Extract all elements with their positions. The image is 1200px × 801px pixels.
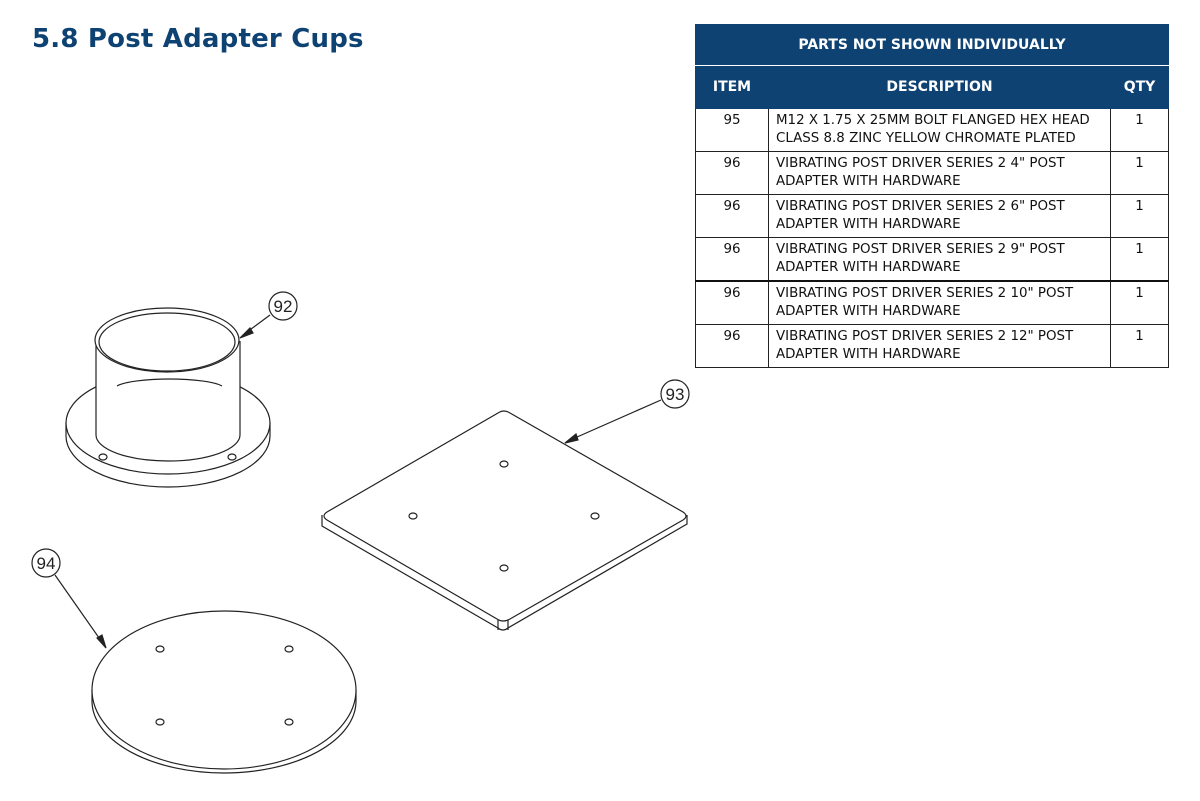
callout-94-label: 94 <box>37 554 56 573</box>
table-row: 96 VIBRATING POST DRIVER SERIES 2 10" PO… <box>695 280 1169 325</box>
item-description: VIBRATING POST DRIVER SERIES 2 9" POST A… <box>768 237 1111 282</box>
item-number: 96 <box>695 194 769 238</box>
table-row: 95 M12 X 1.75 X 25MM BOLT FLANGED HEX HE… <box>695 108 1169 152</box>
item-qty: 1 <box>1110 194 1169 238</box>
table-row: 96 VIBRATING POST DRIVER SERIES 2 12" PO… <box>695 324 1169 368</box>
table-row: 96 VIBRATING POST DRIVER SERIES 2 6" POS… <box>695 194 1169 238</box>
item-qty: 1 <box>1110 108 1169 152</box>
item-number: 96 <box>695 280 769 325</box>
callout-94 <box>31 548 107 649</box>
item-description: VIBRATING POST DRIVER SERIES 2 6" POST A… <box>768 194 1111 238</box>
square-base-plate <box>321 410 688 631</box>
item-description: VIBRATING POST DRIVER SERIES 2 12" POST … <box>768 324 1111 368</box>
callout-92-label: 92 <box>274 297 293 316</box>
column-header-description: DESCRIPTION <box>768 65 1111 109</box>
item-description: VIBRATING POST DRIVER SERIES 2 10" POST … <box>768 280 1111 325</box>
item-qty: 1 <box>1110 151 1169 195</box>
page-title: 5.8 Post Adapter Cups <box>32 24 364 54</box>
parts-table: PARTS NOT SHOWN INDIVIDUALLY ITEM DESCRI… <box>695 24 1169 368</box>
item-number: 96 <box>695 237 769 282</box>
callout-92 <box>239 291 298 339</box>
table-row: 96 VIBRATING POST DRIVER SERIES 2 4" POS… <box>695 151 1169 195</box>
table-caption: PARTS NOT SHOWN INDIVIDUALLY <box>695 24 1169 66</box>
item-qty: 1 <box>1110 280 1169 325</box>
item-number: 96 <box>695 324 769 368</box>
item-description: M12 X 1.75 X 25MM BOLT FLANGED HEX HEAD … <box>768 108 1111 152</box>
round-base-plate <box>91 610 357 774</box>
column-header-item: ITEM <box>695 65 769 109</box>
item-qty: 1 <box>1110 324 1169 368</box>
post-adapter-cup <box>65 307 271 488</box>
item-number: 95 <box>695 108 769 152</box>
callout-93-label: 93 <box>666 385 685 404</box>
item-description: VIBRATING POST DRIVER SERIES 2 4" POST A… <box>768 151 1111 195</box>
item-qty: 1 <box>1110 237 1169 282</box>
callout-93 <box>564 379 690 444</box>
table-row: 96 VIBRATING POST DRIVER SERIES 2 9" POS… <box>695 237 1169 282</box>
item-number: 96 <box>695 151 769 195</box>
column-header-qty: QTY <box>1110 65 1169 109</box>
